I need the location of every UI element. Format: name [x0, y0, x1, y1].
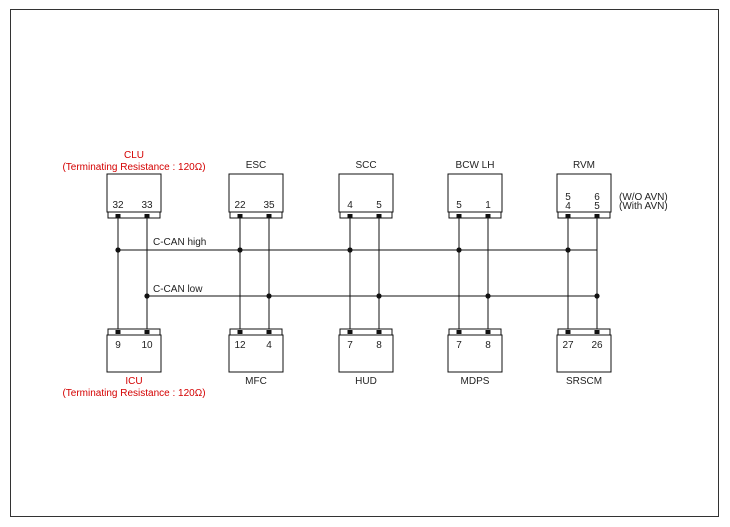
pin-terminal: [565, 330, 571, 334]
pin-terminal: [144, 330, 150, 334]
pin-number: 26: [591, 340, 603, 351]
module-hud: [338, 328, 394, 373]
pin-number: 12: [234, 340, 246, 351]
module-name: ESC: [246, 160, 267, 171]
pin-number: 1: [485, 200, 491, 211]
pin-terminal: [456, 214, 462, 218]
pin-terminal: [485, 330, 491, 334]
module-box: [228, 334, 284, 373]
junction-dot-low: [376, 293, 382, 299]
module-name: BCW LH: [456, 160, 495, 171]
module-rvm: [556, 173, 612, 219]
pin-number: 8: [485, 340, 491, 351]
module-name: HUD: [355, 376, 377, 387]
pin-terminal: [347, 330, 353, 334]
pin-number: 7: [456, 340, 462, 351]
module-bcw-lh: [447, 173, 503, 219]
pin-number: 35: [263, 200, 275, 211]
module-name: MDPS: [461, 376, 490, 387]
pin-terminal: [485, 214, 491, 218]
bus-lines: [118, 249, 597, 297]
pin-terminal: [594, 214, 600, 218]
c-can-low-label: C-CAN low: [153, 284, 203, 295]
pin-number: 5: [456, 200, 462, 211]
modules: [106, 173, 612, 373]
junction-dot-low: [594, 293, 600, 299]
module-srscm: [556, 328, 612, 373]
pin-terminal: [237, 214, 243, 218]
pin-terminal: [237, 330, 243, 334]
module-box: [338, 334, 394, 373]
module-name: SRSCM: [566, 376, 602, 387]
variant-label-wo-avn: (W/O AVN): [619, 192, 668, 203]
junctions: [115, 247, 600, 299]
module-box: [106, 334, 162, 373]
pin-number: 27: [562, 340, 574, 351]
junction-dot-low: [485, 293, 491, 299]
terminating-note: (Terminating Resistance : 120Ω): [62, 162, 205, 173]
wires: [117, 218, 598, 329]
pin-terminal: [115, 214, 121, 218]
module-name: ICU: [125, 376, 142, 387]
junction-dot-low: [266, 293, 272, 299]
pin-number-alt: 5: [594, 201, 600, 212]
pin-terminal: [144, 214, 150, 218]
pin-number: 32: [112, 200, 124, 211]
pin-terminal: [376, 214, 382, 218]
module-name: RVM: [573, 160, 595, 171]
pin-number: 22: [234, 200, 246, 211]
pin-terminal: [347, 214, 353, 218]
junction-dot-high: [237, 247, 243, 253]
pin-terminal: [266, 330, 272, 334]
pin-number: 5: [565, 192, 571, 203]
module-box: [556, 173, 612, 213]
junction-dot-high: [115, 247, 121, 253]
pin-number-alt: 4: [565, 201, 571, 212]
pin-number: 5: [376, 200, 382, 211]
junction-dot-low: [144, 293, 150, 299]
terminating-note: (Terminating Resistance : 120Ω): [62, 388, 205, 399]
module-box: [106, 173, 162, 213]
pin-number: 6: [594, 192, 600, 203]
pin-number: 10: [141, 340, 153, 351]
pin-terminal: [115, 330, 121, 334]
module-box: [447, 173, 503, 213]
pin-number: 7: [347, 340, 353, 351]
pin-number: 8: [376, 340, 382, 351]
pin-number: 33: [141, 200, 153, 211]
module-name: MFC: [245, 376, 267, 387]
pin-terminal: [565, 214, 571, 218]
junction-dot-high: [565, 247, 571, 253]
pin-terminal: [376, 330, 382, 334]
diagram-frame: [10, 9, 719, 517]
pin-number: 4: [347, 200, 353, 211]
c-can-high-label: C-CAN high: [153, 237, 206, 248]
pin-terminal: [594, 330, 600, 334]
module-box: [447, 334, 503, 373]
pin-terminal: [266, 214, 272, 218]
pin-number: 4: [266, 340, 272, 351]
module-esc: [228, 173, 284, 219]
junction-dot-high: [347, 247, 353, 253]
pin-number: 9: [115, 340, 121, 351]
junction-dot-high: [456, 247, 462, 253]
module-name: CLU: [124, 150, 144, 161]
module-icu: [106, 328, 162, 373]
module-clu: [106, 173, 162, 219]
variant-label-with-avn: (With AVN): [619, 201, 668, 212]
module-box: [228, 173, 284, 213]
module-scc: [338, 173, 394, 219]
module-box: [556, 334, 612, 373]
module-name: SCC: [355, 160, 376, 171]
module-mfc: [228, 328, 284, 373]
module-mdps: [447, 328, 503, 373]
module-box: [338, 173, 394, 213]
pin-terminal: [456, 330, 462, 334]
